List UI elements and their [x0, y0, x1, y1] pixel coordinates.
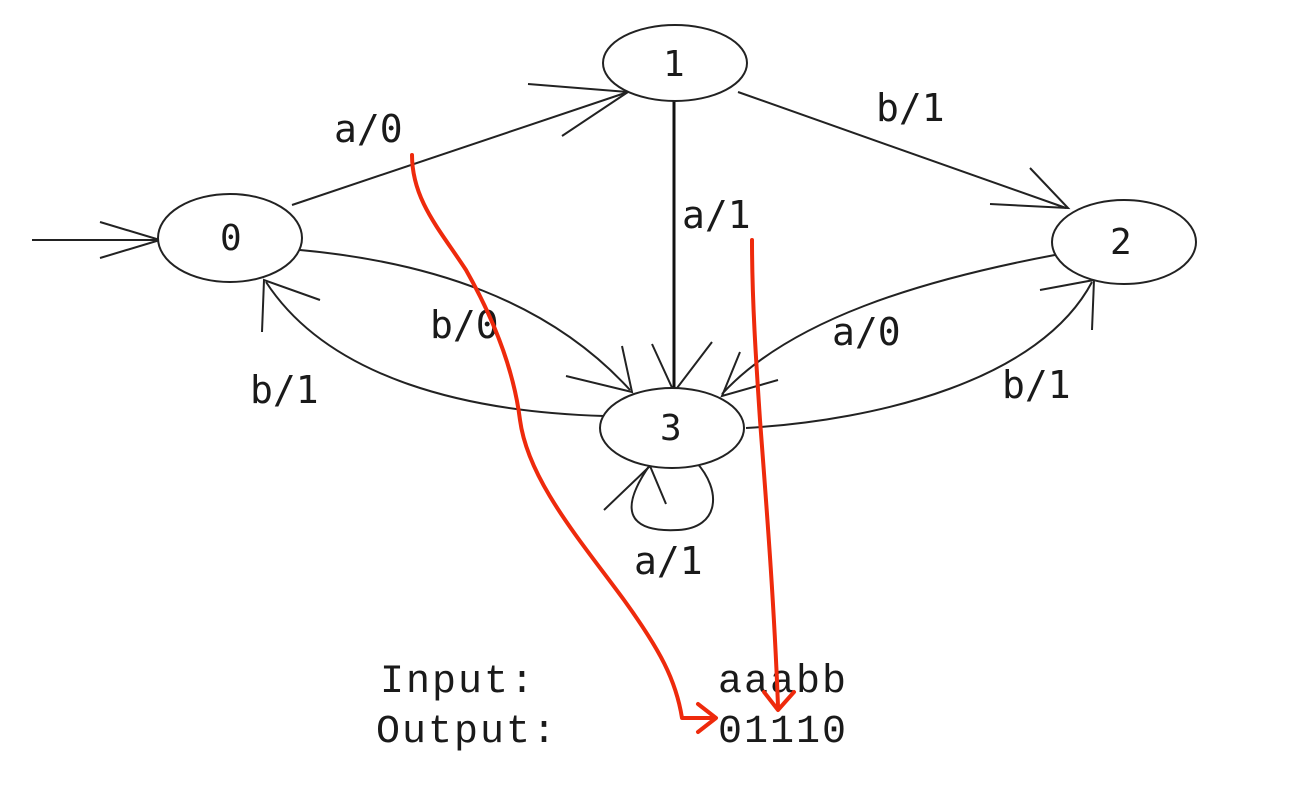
annotation-arrow-a0 — [410, 153, 718, 734]
state-1: 1 — [602, 24, 748, 102]
edge-label-3-0: b/1 — [250, 368, 319, 412]
edge-label-3-3: a/1 — [634, 539, 703, 583]
edge-label-1-3: a/1 — [682, 193, 751, 237]
edge-label-1-2: b/1 — [876, 86, 945, 130]
edge-3-3 — [603, 461, 714, 532]
state-0-label: 0 — [220, 218, 242, 259]
edge-1-2 — [737, 91, 1071, 210]
state-2: 2 — [1051, 199, 1197, 285]
state-1-label: 1 — [663, 44, 685, 85]
edge-1-3 — [651, 98, 713, 394]
state-3: 3 — [599, 387, 745, 469]
state-2-label: 2 — [1110, 222, 1132, 263]
edge-label-0-1: a/0 — [334, 107, 403, 151]
edge-3-0 — [261, 278, 605, 417]
output-label: Output: — [376, 710, 558, 755]
edge-label-2-3: a/0 — [832, 310, 901, 354]
state-0: 0 — [157, 193, 303, 283]
edge-0-3 — [299, 249, 634, 394]
input-label: Input: — [380, 660, 536, 705]
output-value: 01110 — [718, 710, 848, 755]
state-3-label: 3 — [660, 408, 682, 449]
input-value: aaabb — [718, 660, 848, 705]
initial-arrow — [32, 221, 164, 259]
annotation-arrow-a1 — [750, 238, 796, 712]
edge-label-3-2: b/1 — [1002, 363, 1071, 407]
